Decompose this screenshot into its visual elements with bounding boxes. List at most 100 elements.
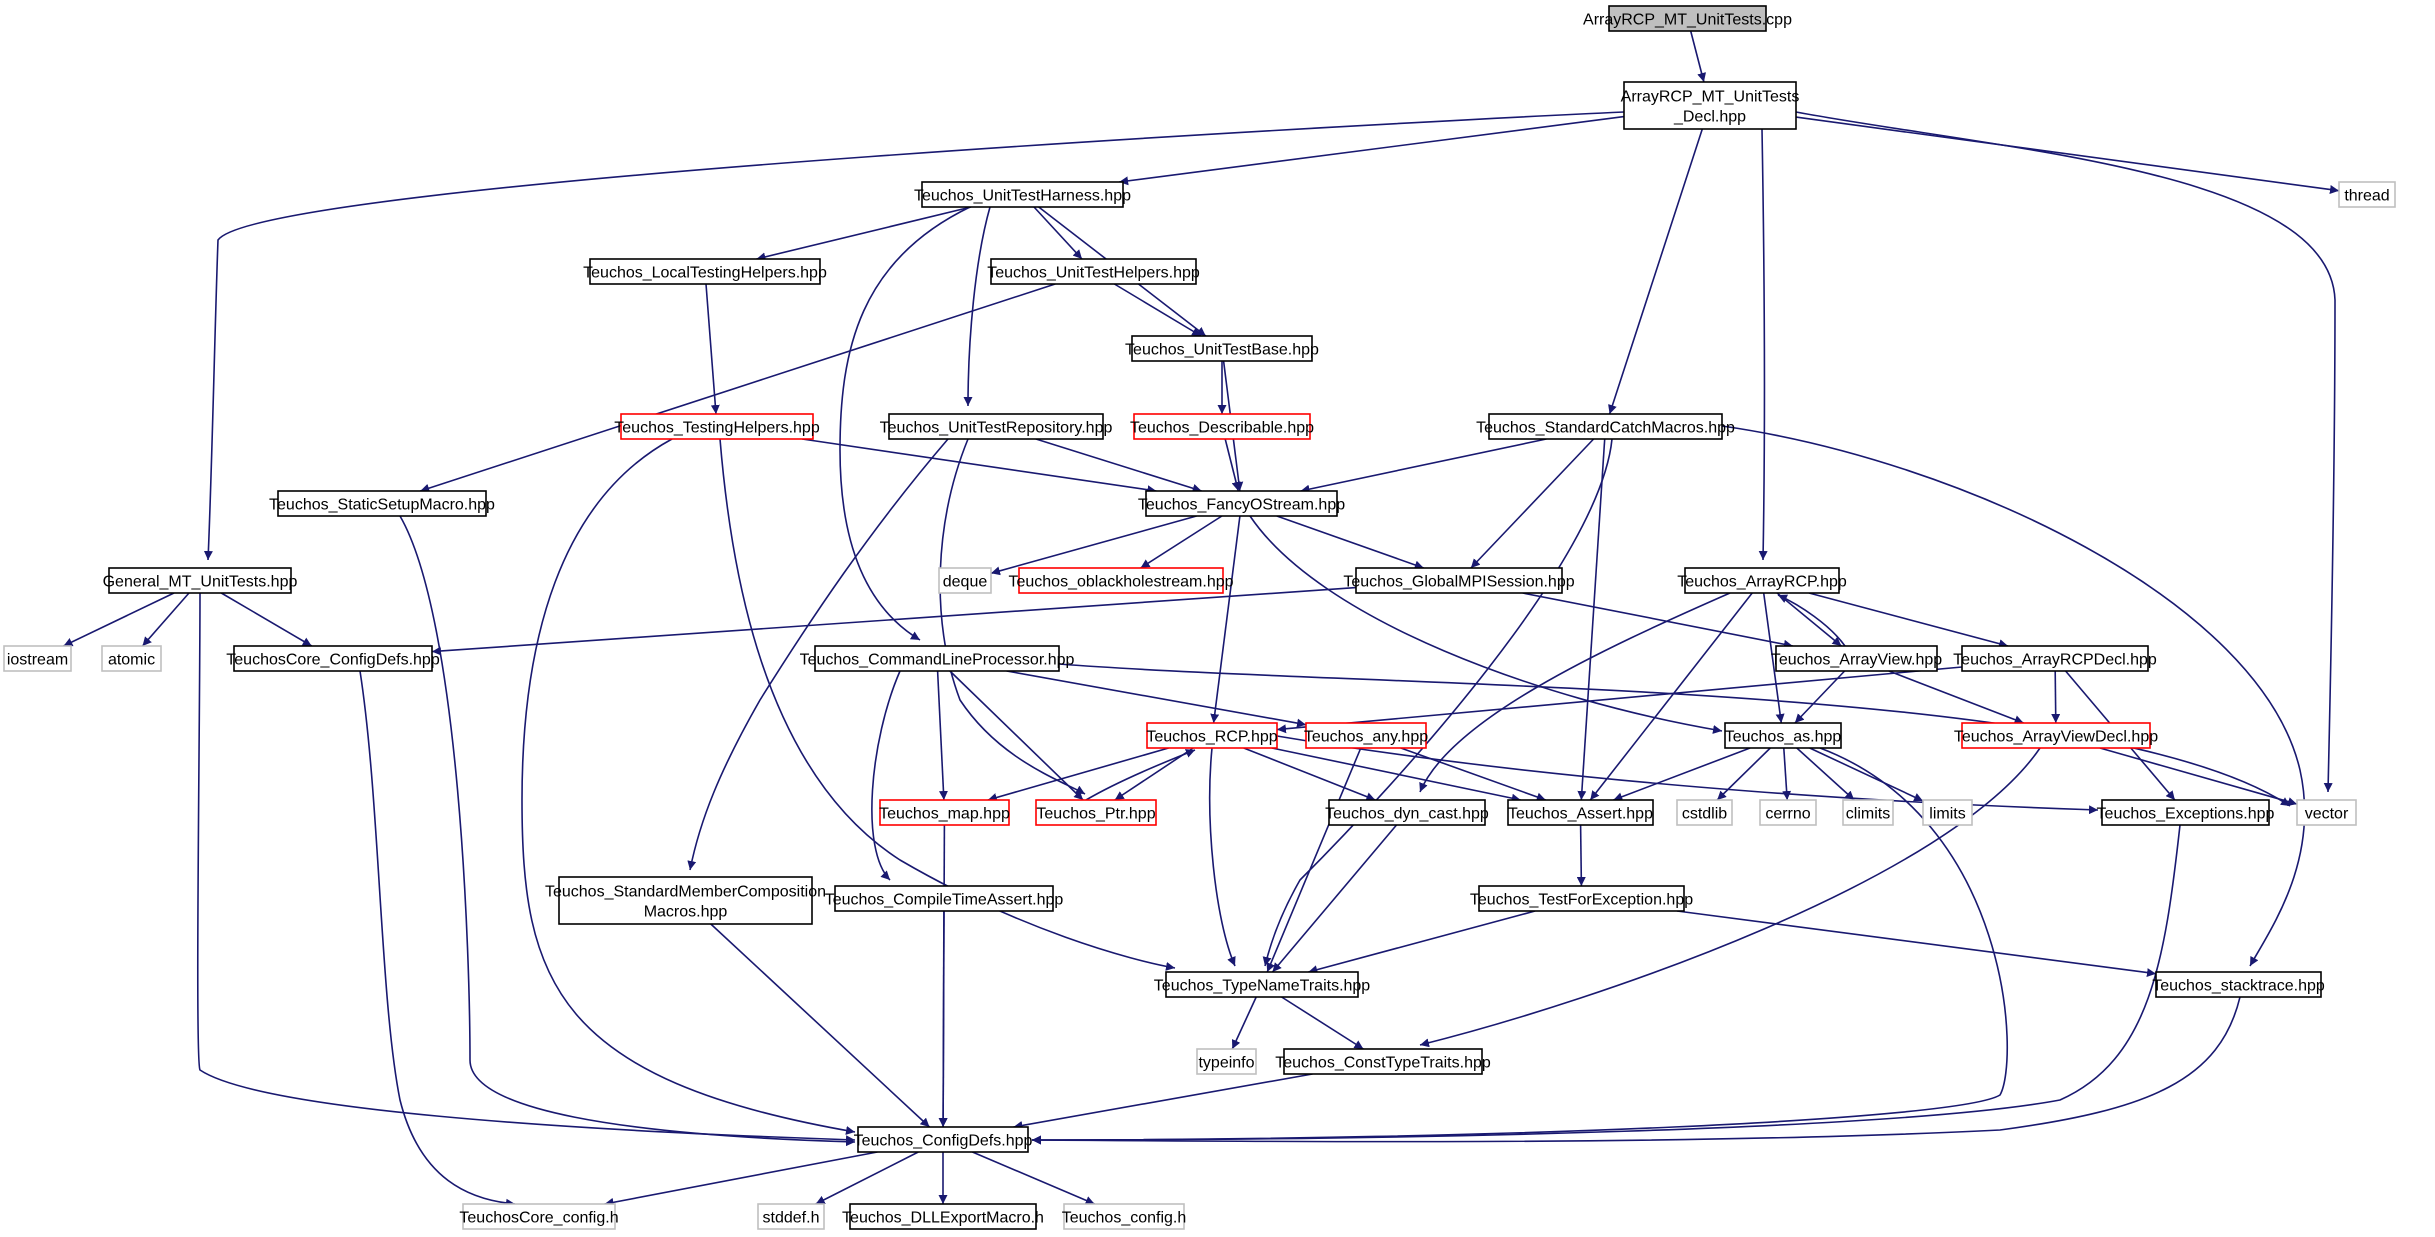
node-compiletime[interactable]: Teuchos_CompileTimeAssert.hpp	[825, 885, 1064, 912]
node-atomic[interactable]: atomic	[101, 645, 162, 672]
node-utbase[interactable]: Teuchos_UnitTestBase.hpp	[1125, 335, 1319, 362]
edge-staticsetup-to-configdefs	[399, 515, 856, 1147]
edge-localtest-to-testhelpers	[705, 283, 720, 415]
edge-arrayrcp-to-arrayrcpdecl	[1808, 592, 2009, 649]
node-testhelpers[interactable]: Teuchos_TestingHelpers.hpp	[614, 413, 820, 440]
node-climits[interactable]: climits	[1842, 799, 1894, 826]
node-iostream[interactable]: iostream	[3, 645, 72, 672]
node-as[interactable]: Teuchos_as.hpp	[1724, 722, 1842, 749]
node-testforexc[interactable]: Teuchos_TestForException.hpp	[1470, 885, 1693, 912]
edge-decl-to-catchmacros	[1608, 128, 1704, 415]
node-stacktrace[interactable]: Teuchos_stacktrace.hpp	[2152, 971, 2325, 998]
node-consttype[interactable]: Teuchos_ConstTypeTraits.hpp	[1275, 1048, 1491, 1075]
node-label: Teuchos_config.h	[1062, 1210, 1187, 1227]
node-label: ArrayRCP_MT_UnitTests	[1621, 89, 1800, 106]
edge-stacktrace-to-configdefs	[1031, 996, 2241, 1145]
node-label: Teuchos_UnitTestHarness.hpp	[914, 188, 1131, 205]
edge-decl-to-arrayrcp	[1758, 128, 1768, 561]
node-box	[1283, 1048, 1483, 1075]
node-ptr[interactable]: Teuchos_Ptr.hpp	[1035, 799, 1157, 826]
node-cmdline[interactable]: Teuchos_CommandLineProcessor.hpp	[800, 645, 1075, 672]
node-localtest[interactable]: Teuchos_LocalTestingHelpers.hpp	[583, 258, 827, 285]
node-general[interactable]: General_MT_UnitTests.hpp	[103, 567, 298, 594]
node-describable[interactable]: Teuchos_Describable.hpp	[1130, 413, 1314, 440]
node-map[interactable]: Teuchos_map.hpp	[879, 799, 1010, 826]
node-box	[1165, 971, 1359, 998]
node-any[interactable]: Teuchos_any.hpp	[1304, 722, 1428, 749]
node-box	[1684, 567, 1840, 594]
node-config[interactable]: Teuchos_config.h	[1062, 1203, 1187, 1230]
node-arrayrcpdecl[interactable]: Teuchos_ArrayRCPDecl.hpp	[1953, 645, 2157, 672]
node-utrepo[interactable]: Teuchos_UnitTestRepository.hpp	[880, 413, 1113, 440]
edge-rcp-to-dyncast	[1243, 747, 1376, 801]
node-stdmember[interactable]: Teuchos_StandardMemberCompositionMacros.…	[545, 876, 826, 925]
edge-fancy-to-oblack	[1140, 515, 1223, 569]
node-arrayviewdecl[interactable]: Teuchos_ArrayViewDecl.hpp	[1954, 722, 2158, 749]
node-vector[interactable]: vector	[2296, 799, 2357, 826]
node-arrayview[interactable]: Teuchos_ArrayView.hpp	[1771, 645, 1942, 672]
node-label: Teuchos_ArrayRCP.hpp	[1677, 574, 1847, 591]
node-box	[1035, 799, 1157, 826]
edge-harness-to-utrepo	[963, 206, 991, 407]
edge-fancy-to-rcp	[1210, 515, 1241, 724]
node-label: Teuchos_ArrayRCPDecl.hpp	[1953, 652, 2157, 669]
edge-arrayviewdecl-to-vector	[2099, 747, 2298, 806]
edge-decl-to-general	[203, 111, 1625, 561]
node-exceptions[interactable]: Teuchos_Exceptions.hpp	[2097, 799, 2275, 826]
edge-arrayrcp-to-assert	[1589, 592, 1753, 801]
node-oblack[interactable]: Teuchos_oblackholestream.hpp	[1008, 567, 1234, 594]
node-label: Teuchos_Ptr.hpp	[1036, 806, 1155, 823]
node-label: Teuchos_FancyOStream.hpp	[1138, 497, 1345, 514]
node-box	[1018, 567, 1224, 594]
node-uthelpers[interactable]: Teuchos_UnitTestHelpers.hpp	[987, 258, 1200, 285]
node-box	[2155, 971, 2322, 998]
edge-fancy-to-as	[1249, 515, 1723, 734]
node-limits[interactable]: limits	[1922, 799, 1973, 826]
node-box	[1131, 335, 1313, 362]
node-staticsetup[interactable]: Teuchos_StaticSetupMacro.hpp	[269, 490, 495, 517]
node-dyncast[interactable]: Teuchos_dyn_cast.hpp	[1325, 799, 1489, 826]
node-box	[879, 799, 1010, 826]
node-box	[834, 885, 1054, 912]
edge-harness-to-localtest	[756, 206, 972, 262]
node-mpisession[interactable]: Teuchos_GlobalMPISession.hpp	[1343, 567, 1575, 594]
node-cerrno[interactable]: cerrno	[1759, 799, 1817, 826]
edge-fancy-to-deque	[990, 515, 1197, 576]
node-arrayrcp[interactable]: Teuchos_ArrayRCP.hpp	[1677, 567, 1847, 594]
node-label: vector	[2305, 806, 2349, 823]
edge-configdefs-to-stddef	[815, 1151, 919, 1205]
node-decl[interactable]: ArrayRCP_MT_UnitTests _Decl.hpp	[1621, 81, 1800, 130]
node-assert[interactable]: Teuchos_Assert.hpp	[1507, 799, 1654, 826]
node-label: Teuchos_RCP.hpp	[1146, 729, 1277, 746]
node-configdefs[interactable]: Teuchos_ConfigDefs.hpp	[854, 1126, 1033, 1153]
edge-cmdline-to-compiletime	[871, 670, 901, 881]
node-dllexport[interactable]: Teuchos_DLLExportMacro.h	[842, 1203, 1044, 1230]
edge-arrayview-to-arrayviewdecl	[1888, 670, 2024, 724]
node-box	[921, 181, 1124, 208]
edge-harness-to-uthelpers	[1033, 206, 1083, 260]
node-deque[interactable]: deque	[938, 567, 992, 594]
node-typeinfo[interactable]: typeinfo	[1196, 1048, 1257, 1075]
node-label: ArrayRCP_MT_UnitTests.cpp	[1583, 12, 1792, 29]
node-harness[interactable]: Teuchos_UnitTestHarness.hpp	[914, 181, 1131, 208]
node-box	[558, 876, 813, 925]
edge-root-to-decl	[1689, 30, 1707, 83]
node-stddef[interactable]: stddef.h	[757, 1203, 825, 1230]
node-label: Teuchos_TestingHelpers.hpp	[614, 420, 820, 437]
node-catchmacros[interactable]: Teuchos_StandardCatchMacros.hpp	[1476, 413, 1735, 440]
node-fancy[interactable]: Teuchos_FancyOStream.hpp	[1138, 490, 1345, 517]
node-box	[277, 490, 487, 517]
edge-decl-to-thread	[1795, 116, 2340, 194]
node-label: stddef.h	[763, 1210, 820, 1227]
edge-decl-to-vector	[1795, 111, 2336, 793]
node-coreconfig[interactable]: TeuchosCore_config.h	[459, 1203, 619, 1230]
edge-general-to-atomic	[141, 592, 190, 647]
node-label: Teuchos_TestForException.hpp	[1470, 892, 1693, 909]
node-typename[interactable]: Teuchos_TypeNameTraits.hpp	[1154, 971, 1371, 998]
node-rcp[interactable]: Teuchos_RCP.hpp	[1146, 722, 1278, 749]
node-box	[1488, 413, 1723, 440]
node-cstdlib[interactable]: cstdlib	[1676, 799, 1733, 826]
node-label: _Decl.hpp	[1673, 109, 1746, 126]
node-thread[interactable]: thread	[2338, 181, 2396, 208]
node-coreconfigdefs[interactable]: TeuchosCore_ConfigDefs.hpp	[226, 645, 440, 672]
